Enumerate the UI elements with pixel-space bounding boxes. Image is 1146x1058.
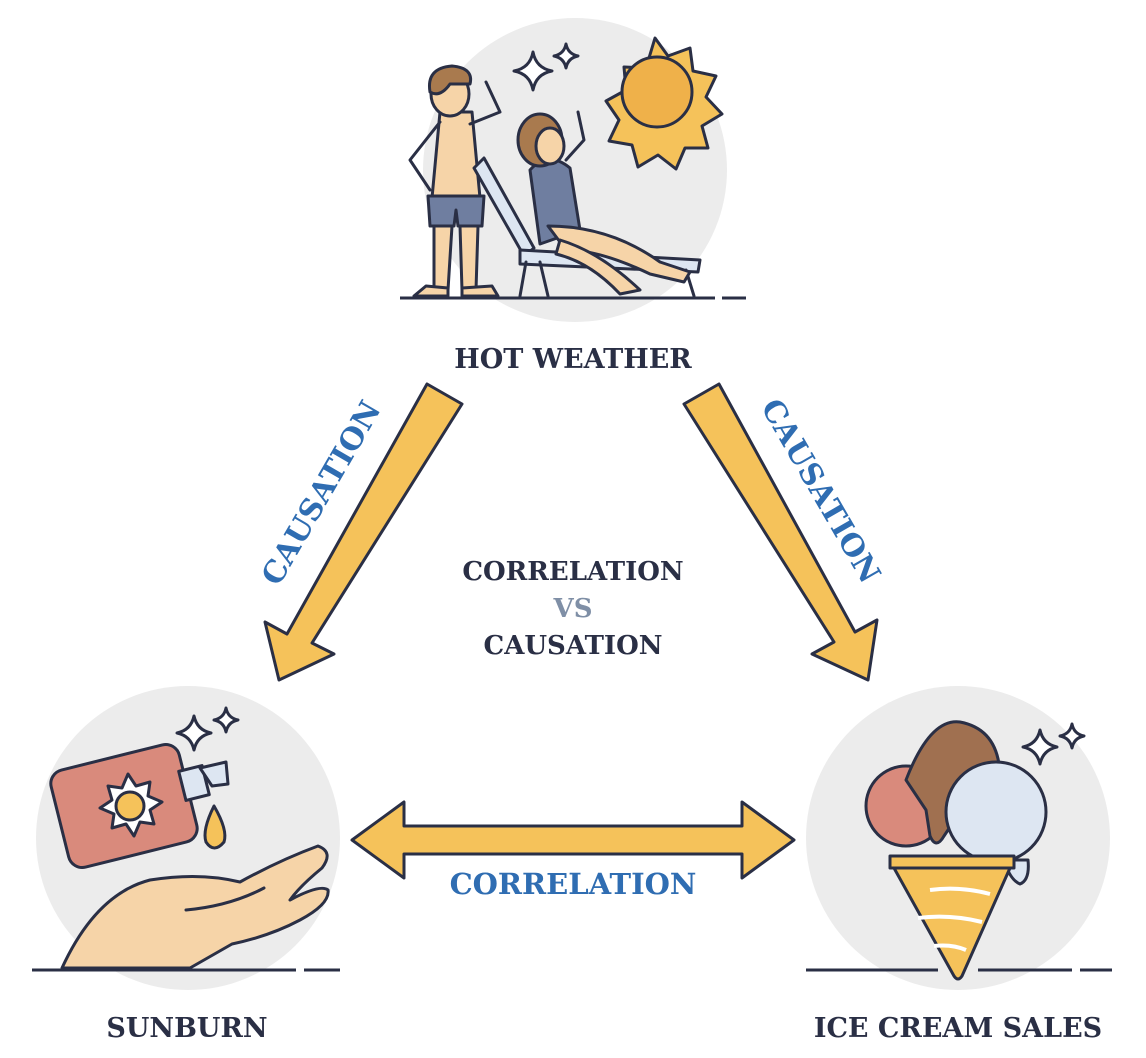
sunscreen-bottle-icon	[49, 742, 230, 870]
center-title-line1: CORRELATION	[462, 557, 683, 587]
node-label-sunburn: SUNBURN	[106, 1013, 267, 1044]
sparkle-icon	[1021, 722, 1086, 766]
correlation-double-arrow: CORRELATION	[350, 800, 796, 901]
causation-arrow-left: CAUSATION	[255, 382, 464, 682]
ice-cream-illustration: ICE CREAM SALES	[806, 686, 1112, 1044]
man-figure	[408, 64, 502, 298]
woman-on-deckchair-figure	[472, 110, 702, 298]
sun-icon	[98, 772, 164, 838]
hand-icon	[60, 844, 330, 970]
center-title-line3: CAUSATION	[484, 631, 663, 661]
sparkle-icon	[512, 42, 580, 92]
node-label-hot-weather: HOT WEATHER	[454, 344, 692, 375]
sunburn-illustration: SUNBURN	[32, 686, 340, 1044]
causation-arrow-right: CAUSATION	[682, 382, 887, 682]
ice-cream-cone-icon	[864, 720, 1048, 981]
center-title-vs: VS	[553, 594, 593, 624]
correlation-label: CORRELATION	[450, 867, 697, 901]
sparkle-icon	[175, 706, 240, 752]
node-label-ice-cream-sales: ICE CREAM SALES	[814, 1013, 1102, 1044]
hot-weather-illustration: HOT WEATHER	[400, 18, 746, 375]
center-title: CORRELATION VS CAUSATION	[462, 557, 683, 661]
sun-icon	[604, 36, 724, 171]
